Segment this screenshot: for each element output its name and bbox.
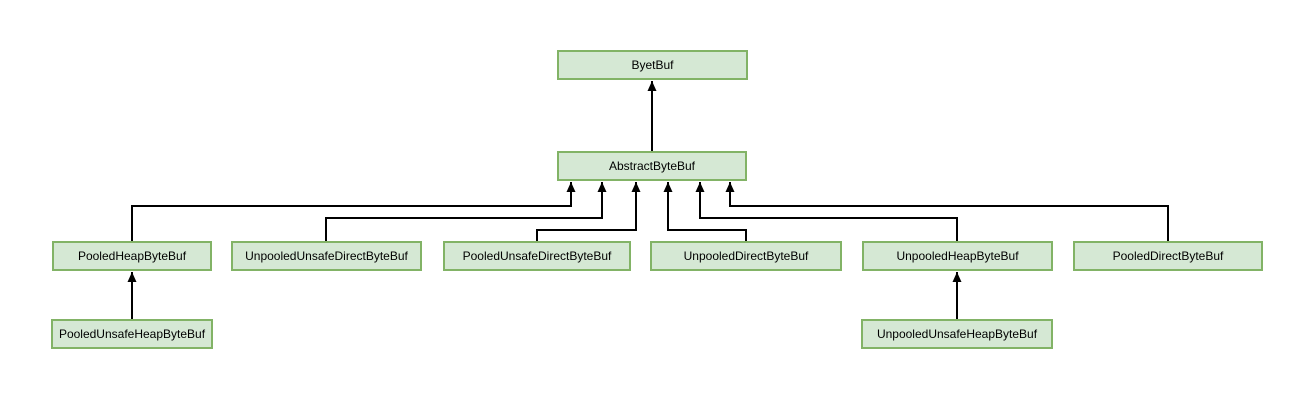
edge-unpooledheapbytebuf-to-abstractbytebuf	[695, 182, 958, 241]
node-pooledunsafeheapbytebuf[interactable]: PooledUnsafeHeapByteBuf	[51, 319, 213, 349]
edge-pooledheapbytebuf-to-abstractbytebuf	[131, 182, 576, 241]
edge-unpooleddirectbytebuf-to-abstractbytebuf	[663, 182, 747, 241]
node-pooledheapbytebuf[interactable]: PooledHeapByteBuf	[52, 241, 212, 271]
node-pooledunsafedirectbytebuf[interactable]: PooledUnsafeDirectByteBuf	[443, 241, 631, 271]
node-pooleddirectbytebuf[interactable]: PooledDirectByteBuf	[1073, 241, 1263, 271]
node-abstractbytebuf[interactable]: AbstractByteBuf	[557, 151, 747, 181]
edge-pooleddirectbytebuf-to-abstractbytebuf	[725, 182, 1169, 241]
edge-pooledunsafedirectbytebuf-to-abstractbytebuf	[536, 182, 641, 241]
node-unpooledheapbytebuf[interactable]: UnpooledHeapByteBuf	[862, 241, 1053, 271]
node-unpooledunsafedirectbytebuf[interactable]: UnpooledUnsafeDirectByteBuf	[231, 241, 422, 271]
node-byetbuf[interactable]: ByetBuf	[557, 50, 748, 80]
node-unpooleddirectbytebuf[interactable]: UnpooledDirectByteBuf	[650, 241, 842, 271]
edge-unpooledunsafedirectbytebuf-to-abstractbytebuf	[325, 182, 607, 241]
node-unpooledunsafeheapbytebuf[interactable]: UnpooledUnsafeHeapByteBuf	[861, 319, 1053, 349]
